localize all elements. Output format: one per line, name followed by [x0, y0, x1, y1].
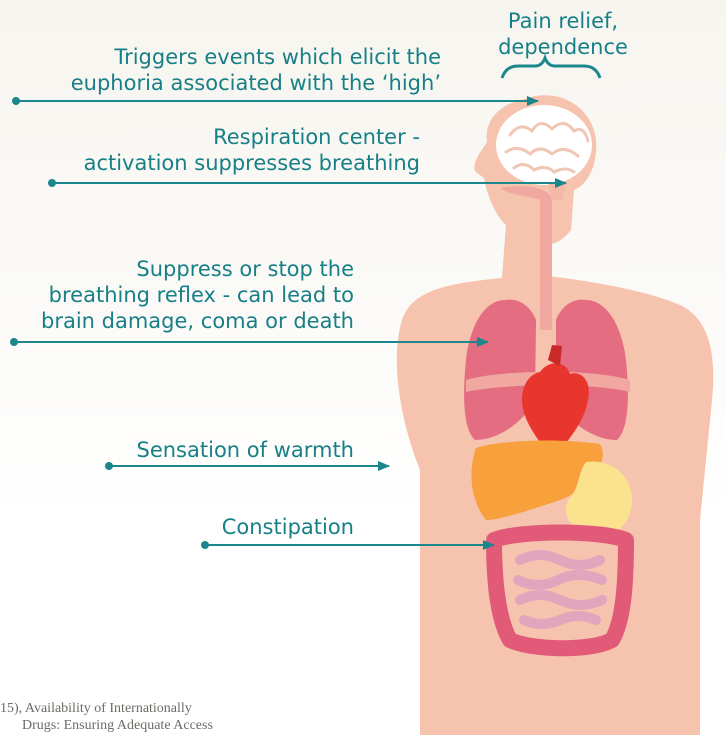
label-euphoria-line1: Triggers events which elicit the: [71, 44, 441, 70]
label-breathing-line1: Suppress or stop the: [41, 256, 354, 282]
brain-bracket: [502, 58, 600, 78]
label-euphoria: Triggers events which elicit the euphori…: [71, 44, 441, 96]
citation-line2: Drugs: Ensuring Adequate Access: [0, 717, 213, 734]
label-constipation: Constipation: [222, 514, 354, 540]
label-breathing: Suppress or stop the breathing reflex - …: [41, 256, 354, 334]
label-respiration: Respiration center - activation suppress…: [84, 124, 420, 176]
label-warmth-text: Sensation of warmth: [137, 437, 355, 463]
label-breathing-line3: brain damage, coma or death: [41, 308, 354, 334]
label-euphoria-line2: euphoria associated with the ‘high’: [71, 70, 441, 96]
label-constipation-text: Constipation: [222, 514, 354, 540]
citation: 15), Availability of Internationally Dru…: [0, 700, 213, 734]
arrow-euphoria: [12, 97, 538, 105]
label-breathing-line2: breathing reflex - can lead to: [41, 282, 354, 308]
citation-line1: 15), Availability of Internationally: [0, 700, 213, 717]
label-pain-relief-line2: dependence: [484, 34, 642, 60]
arrow-warmth: [105, 462, 389, 470]
label-respiration-line2: activation suppresses breathing: [84, 150, 420, 176]
label-pain-relief-line1: Pain relief,: [484, 8, 642, 34]
label-respiration-line1: Respiration center -: [84, 124, 420, 150]
label-pain-relief: Pain relief, dependence: [484, 8, 642, 60]
label-warmth: Sensation of warmth: [137, 437, 355, 463]
